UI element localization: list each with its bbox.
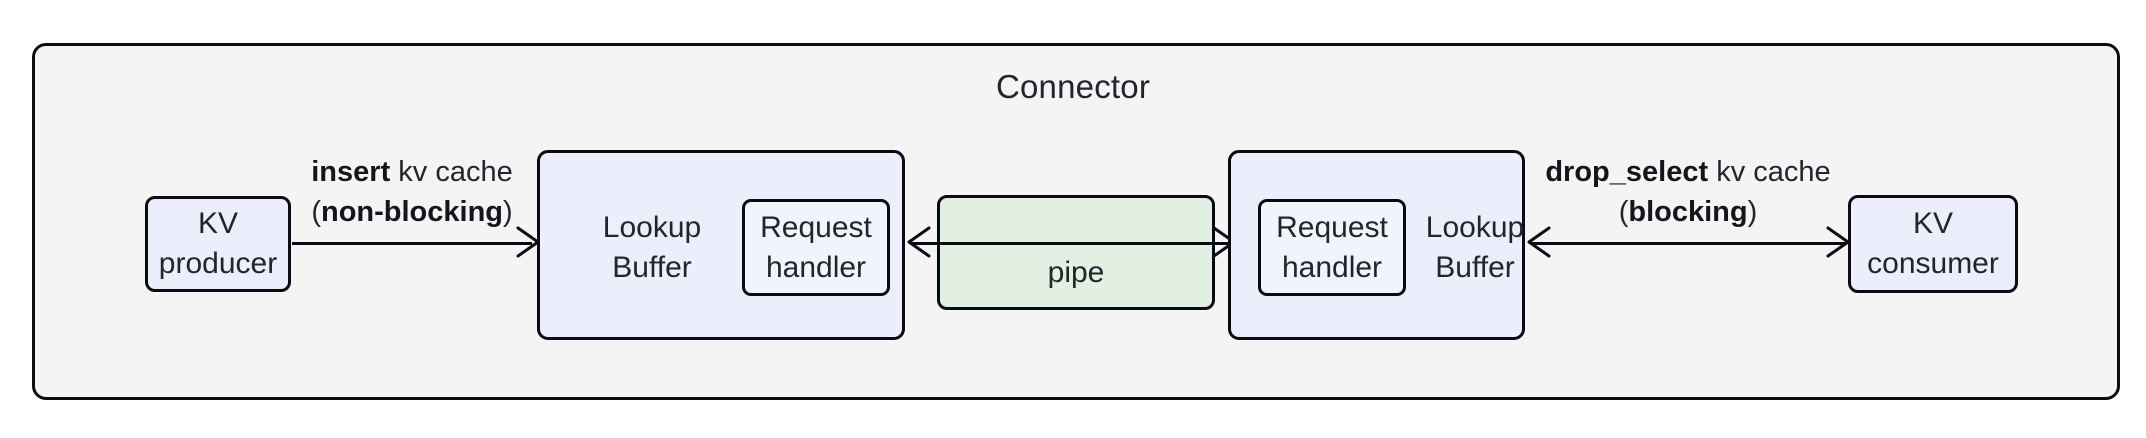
kv-consumer-line2: consumer xyxy=(1867,247,1999,280)
edge-label-drop-close: ) xyxy=(1747,196,1758,229)
pipe-node: pipe xyxy=(937,195,1215,310)
lookup-buffer-right-line1: Lookup xyxy=(1425,210,1525,244)
edge-label-insert-open: ( xyxy=(311,196,321,229)
request-handler-left-node: Request handler xyxy=(742,199,890,296)
lookup-buffer-right-label: Lookup Buffer xyxy=(1415,199,1535,296)
kv-consumer-line1: KV xyxy=(1912,207,1954,241)
arrow-drop-select-line xyxy=(1532,242,1847,245)
edge-label-insert-line1: insert kv cache xyxy=(292,152,532,192)
arrow-pipe-line xyxy=(912,242,1232,245)
edge-label-drop-select: drop_select kv cache (blocking) xyxy=(1523,152,1853,232)
kv-producer-node: KV producer xyxy=(145,196,291,292)
arrow-insert-line xyxy=(292,242,532,245)
edge-label-insert-strong: insert xyxy=(311,156,391,188)
edge-label-drop-open: ( xyxy=(1618,196,1629,229)
edge-label-drop-mode: blocking xyxy=(1628,196,1748,229)
kv-producer-line1: KV xyxy=(197,207,239,241)
edge-label-insert-rest: kv cache xyxy=(390,156,513,188)
lookup-buffer-left-node: Lookup Buffer Request handler xyxy=(537,150,905,340)
kv-consumer-node: KV consumer xyxy=(1848,195,2018,293)
connector-title: Connector xyxy=(995,68,1151,105)
edge-label-insert-close: ) xyxy=(503,196,513,229)
request-handler-right-node: Request handler xyxy=(1258,199,1406,296)
edge-label-insert: insert kv cache (non-blocking) xyxy=(292,152,532,232)
request-handler-left-line2: handler xyxy=(765,250,867,284)
edge-label-drop-strong: drop_select xyxy=(1545,156,1709,188)
lookup-buffer-right-line2: Buffer xyxy=(1435,250,1515,284)
edge-label-drop-line2: (blocking) xyxy=(1523,192,1853,232)
lookup-buffer-right-node: Request handler Lookup Buffer xyxy=(1228,150,1525,340)
request-handler-right-line2: handler xyxy=(1281,250,1383,284)
lookup-buffer-left-line2: Buffer xyxy=(612,250,692,284)
pipe-label: pipe xyxy=(1047,256,1105,290)
edge-label-drop-rest: kv cache xyxy=(1708,156,1831,188)
lookup-buffer-left-label: Lookup Buffer xyxy=(578,199,726,296)
edge-label-insert-mode: non-blocking xyxy=(320,196,504,229)
edge-label-insert-line2: (non-blocking) xyxy=(292,192,532,232)
request-handler-left-line1: Request xyxy=(760,210,872,244)
edge-label-drop-line1: drop_select kv cache xyxy=(1523,152,1853,192)
kv-producer-line2: producer xyxy=(158,247,278,280)
request-handler-right-line1: Request xyxy=(1276,210,1388,244)
lookup-buffer-left-line1: Lookup xyxy=(602,210,702,244)
